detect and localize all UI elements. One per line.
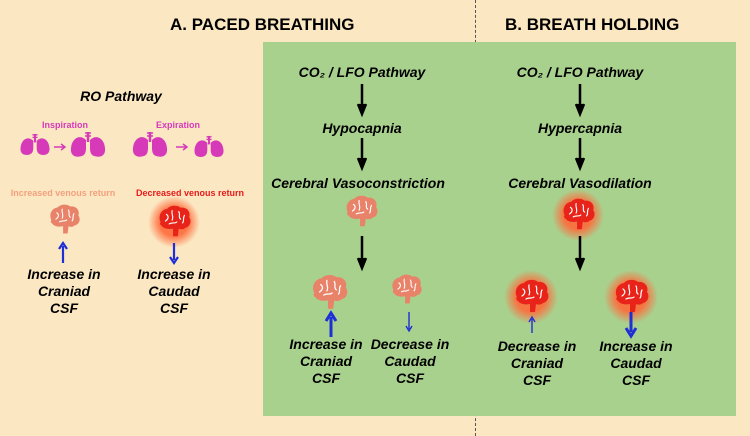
brain-icon: [552, 189, 604, 241]
down-arrow-icon: [405, 312, 413, 333]
decreased-venous-label: Decreased venous return: [135, 188, 245, 198]
ro-pathway-title: RO Pathway: [80, 88, 162, 104]
down-arrow-icon: [356, 84, 368, 118]
a-step1: Hypocapnia: [322, 120, 402, 136]
up-arrow-icon: [58, 241, 68, 263]
expiration-label: Expiration: [155, 120, 201, 130]
brain-icon: [391, 274, 423, 305]
section-b-title: B. BREATH HOLDING: [505, 15, 680, 34]
brain-icon: [604, 270, 658, 324]
right-arrow-icon: [176, 143, 189, 151]
pathway-panel: [263, 42, 736, 416]
brain-icon: [346, 195, 379, 227]
down-arrow-icon: [169, 243, 179, 265]
down-arrow-icon: [574, 138, 586, 172]
down-arrow-icon: [356, 138, 368, 172]
down-arrow-icon: [574, 84, 586, 118]
right-arrow-icon: [54, 143, 67, 151]
up-arrow-icon: [324, 310, 338, 337]
lungs-icon: [193, 134, 225, 159]
a-step2: Cerebral Vasoconstriction: [271, 175, 445, 191]
b-step2: Cerebral Vasodilation: [508, 175, 652, 191]
down-arrow-icon: [356, 236, 368, 272]
brain-icon: [49, 204, 81, 235]
up-arrow-icon: [528, 315, 536, 333]
inspiration-label: Inspiration: [41, 120, 89, 130]
b-step1: Hypercapnia: [537, 120, 623, 136]
a-pathway-label: CO₂ / LFO Pathway: [298, 64, 426, 80]
down-arrow-icon: [574, 236, 586, 272]
brain-icon: [148, 196, 200, 248]
lungs-icon: [131, 130, 169, 159]
lungs-icon: [69, 130, 107, 159]
brain-icon: [312, 274, 348, 310]
brain-icon: [504, 270, 558, 324]
b-pathway-label: CO₂ / LFO Pathway: [516, 64, 644, 80]
down-arrow-icon: [624, 312, 638, 339]
section-a-title: A. PACED BREATHING: [170, 15, 355, 34]
increased-venous-label: Increased venous return: [10, 188, 116, 198]
lungs-icon: [19, 132, 51, 157]
